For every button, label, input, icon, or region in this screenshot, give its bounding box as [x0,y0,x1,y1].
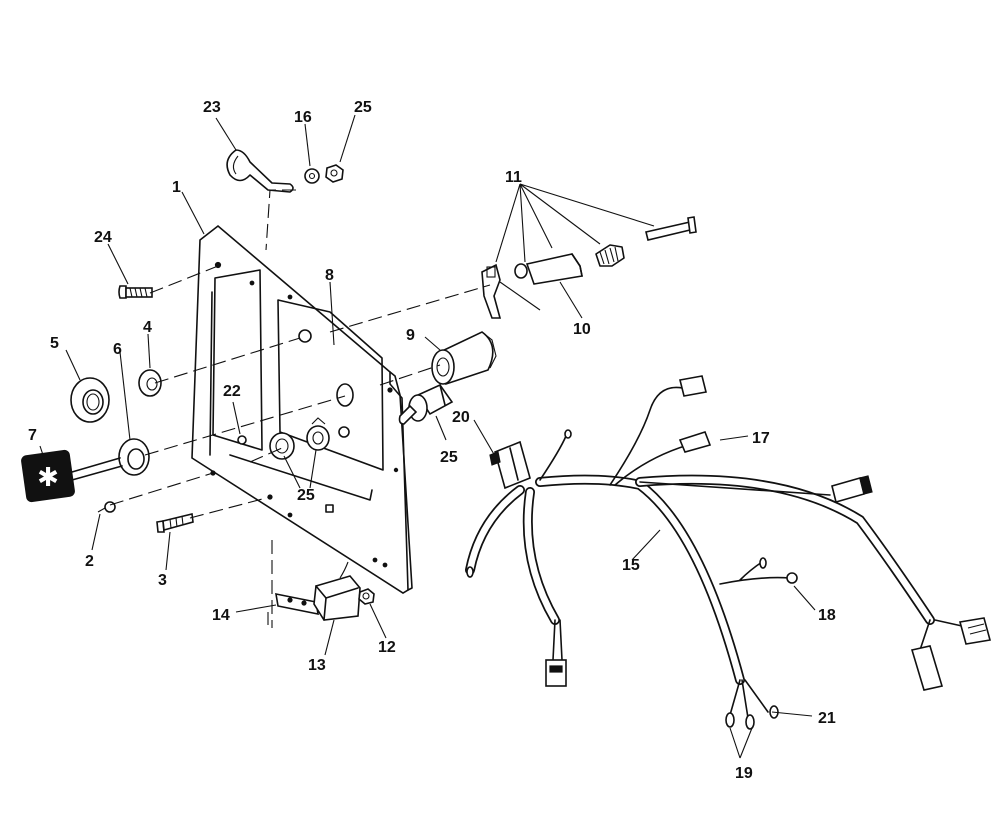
leader-lines [39,114,816,759]
callout-17: 17 [752,430,770,447]
bolt-24 [118,285,153,299]
callout-8: 8 [325,267,334,284]
resistor-13 [313,561,361,621]
connector-bottom-right [910,617,992,691]
terminal-18 [759,557,798,584]
callout-18: 18 [818,607,836,624]
washer-22 [237,435,247,445]
callout-20: 20 [452,409,470,426]
connector-right [831,475,873,503]
toggle-switch-25 [398,383,454,425]
assembly-lines [109,189,491,628]
callout-25-panel: 25 [297,487,315,504]
callout-15: 15 [622,557,640,574]
terminals-19-21 [466,429,779,730]
callout-16: 16 [294,109,312,126]
callout-25-toggle: 25 [440,449,458,466]
bolt-3 [156,513,194,533]
hairpin-23 [226,149,294,193]
bracket-14 [275,592,319,616]
callout-7: 7 [28,427,37,444]
washer-16 [304,168,320,184]
callout-24: 24 [94,229,112,246]
callout-10: 10 [573,321,591,338]
key-7: ✱ [21,449,123,503]
callout-6: 6 [113,341,122,358]
nut-5 [70,377,110,423]
wiring-harness-15 [465,375,992,730]
callout-13: 13 [308,657,326,674]
callout-labels: 1 2 3 4 5 6 7 8 9 10 11 12 13 14 15 16 1… [28,99,836,782]
callout-19: 19 [735,765,753,782]
lock-assembly-11 [481,216,697,319]
connector-bottom-left [545,659,567,687]
washer-4 [138,369,162,397]
callout-1: 1 [172,179,181,196]
svg-text:✱: ✱ [37,463,59,493]
screw-2 [97,501,116,513]
lock-nut-6 [118,438,150,476]
callout-2: 2 [85,553,94,570]
callout-22: 22 [223,383,241,400]
nut-12 [358,588,375,605]
nut-25-panel [269,417,330,460]
nut-25-top [325,164,344,183]
connector-17 [678,431,712,453]
connector-top [679,375,707,397]
callout-9: 9 [406,327,415,344]
callout-14: 14 [212,607,230,624]
callout-4: 4 [143,319,152,336]
callout-5: 5 [50,335,59,352]
callout-21: 21 [818,710,836,727]
callout-23: 23 [203,99,221,116]
connector-20 [489,440,531,490]
instrument-panel-plate [191,224,413,594]
switch-9 [431,331,497,386]
callout-25-top: 25 [354,99,372,116]
callout-3: 3 [158,572,167,589]
callout-12: 12 [378,639,396,656]
callout-11: 11 [505,169,522,186]
